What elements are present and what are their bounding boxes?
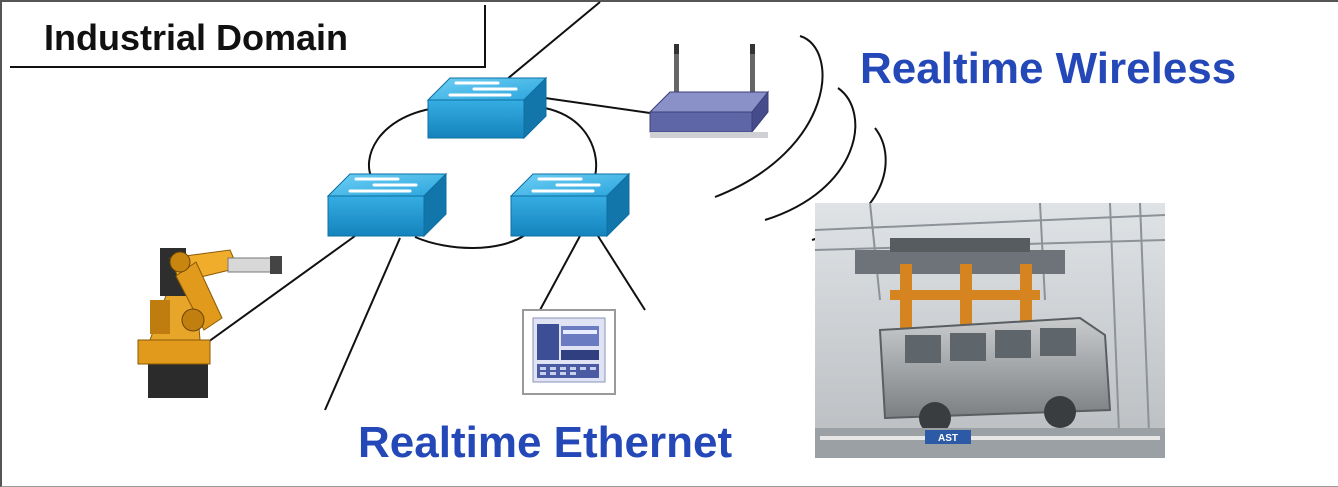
switch-icon [426,76,548,140]
switch-to-robot-line [189,235,356,356]
ring-link-left [368,107,436,179]
plc-controller-icon [522,309,616,395]
access-point-icon [648,44,770,138]
realtime-ethernet-label: Realtime Ethernet [358,418,733,467]
ring-link-bottom [414,234,526,249]
switch-icon [509,172,631,238]
ring-link-right [544,107,598,177]
switch-to-ap-line [544,97,651,114]
industrial-robot-icon [137,248,282,398]
domain-label: Industrial Domain [44,17,349,58]
switch-drop-line [324,237,401,411]
connection-lines [189,1,651,411]
switch-drop-line-2 [597,235,646,311]
factory-sign-text: AST [938,433,958,444]
domain-label-box: Industrial Domain [10,5,486,68]
realtime-wireless-label: Realtime Wireless [860,44,1237,93]
uplink-line [499,1,601,86]
factory-photo: AST [814,202,1166,459]
switch-to-controller-line [539,235,581,311]
switch-icon [326,172,448,238]
